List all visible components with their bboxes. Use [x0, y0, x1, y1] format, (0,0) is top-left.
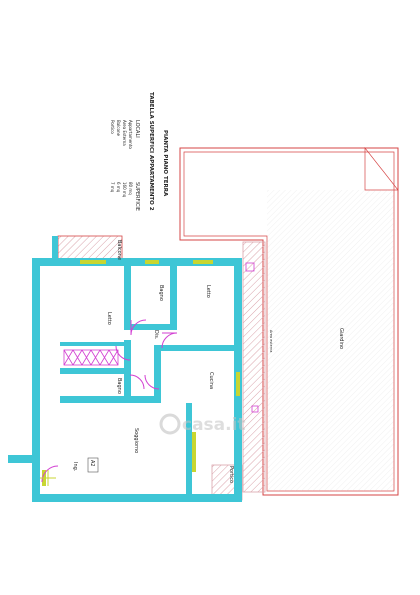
title-row-4: Portico: [110, 120, 115, 134]
title-val-1: 80 mq: [128, 182, 133, 195]
apartment-tag-text: A2: [89, 460, 95, 467]
title-val-2: 160 mq: [122, 182, 127, 198]
title-row-1: Appartamento: [128, 120, 133, 149]
room-giardino: Giardino: [338, 328, 344, 349]
title-block: PIANTA PIANO TERRA TABELLA SUPERFICI APP…: [110, 92, 168, 211]
entrance-marker: [40, 470, 56, 486]
title-val-3: 6 mq: [116, 182, 121, 193]
room-strip: Area esterna: [269, 330, 273, 352]
title-heading-2: TABELLA SUPERFICI APPARTAMENTO 2: [148, 92, 154, 211]
interior-walls: [60, 258, 234, 497]
room-balcone: Balcone: [116, 240, 122, 260]
room-labels: Balcone Letto Bagno Letto Dis. Bagno Cuc…: [72, 240, 344, 483]
balcony-hatch: [57, 235, 123, 261]
room-bagno2: Bagno: [116, 378, 122, 394]
title-val-4: 7 mq: [110, 182, 115, 193]
meter-box: [245, 262, 255, 272]
room-letto-right: Letto: [205, 285, 211, 298]
room-ingresso: Ing.: [72, 462, 78, 472]
room-cucina: Cucina: [208, 372, 214, 389]
garden-boundary: [179, 146, 399, 496]
watermark-text: casa.it: [182, 415, 246, 435]
room-bagno: Bagno: [158, 285, 164, 301]
room-letto-left: Letto: [106, 312, 112, 325]
room-soggiorno: Soggiorno: [133, 428, 139, 453]
room-portico: Portico: [228, 466, 234, 483]
apartment-tag: A2: [87, 457, 99, 473]
title-row-3: Balcone: [116, 120, 121, 136]
title-heading-1: PIANTA PIANO TERRA: [162, 130, 168, 197]
door-swings: [41, 319, 178, 483]
terrace-strip: [242, 241, 266, 493]
wardrobe: [63, 349, 119, 366]
title-row-2: Area Esterna: [122, 120, 127, 146]
watermark: casa.it: [159, 413, 246, 435]
meter-box-2: [251, 405, 259, 413]
room-disimpegno: Dis.: [153, 330, 159, 340]
title-col-right: SUPERFICIE: [134, 182, 140, 211]
title-col-left: LOCALI: [134, 120, 140, 138]
